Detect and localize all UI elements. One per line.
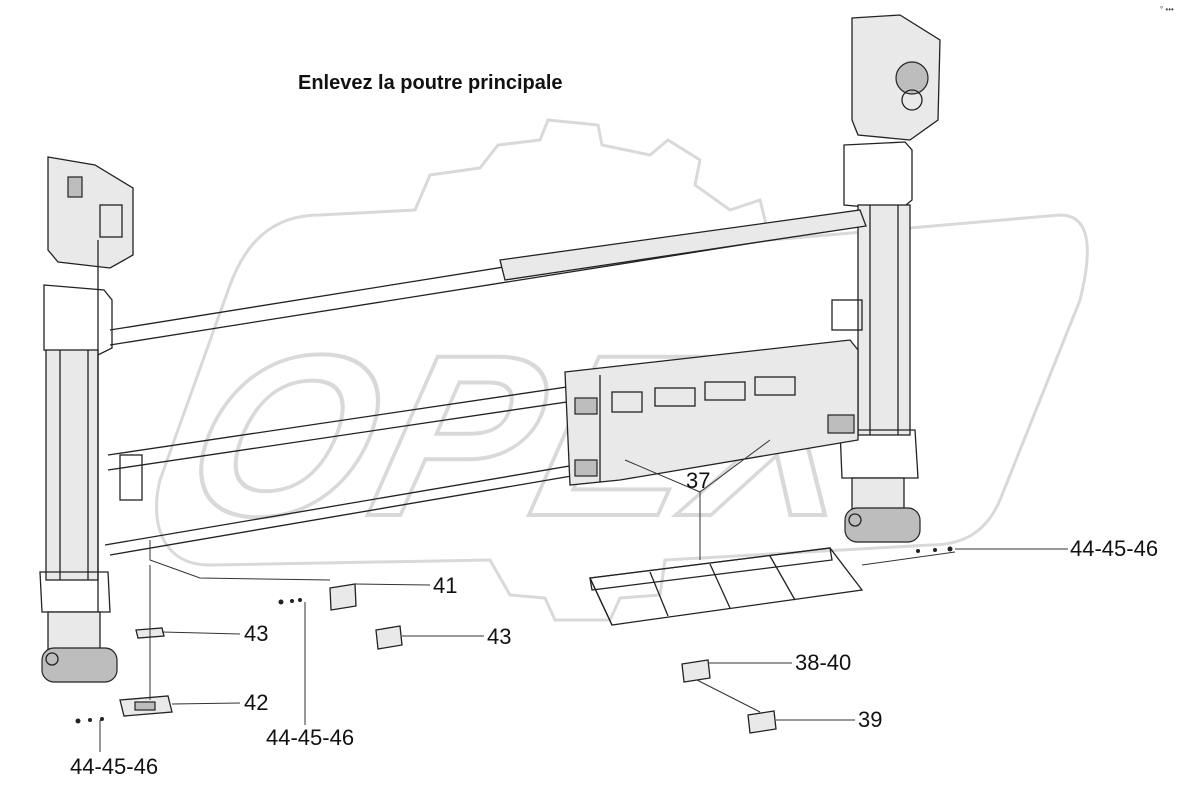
screw-left [75, 718, 81, 724]
callout-38-40: 38-40 [795, 650, 851, 675]
callout-39: 39 [858, 707, 882, 732]
left-column [39, 156, 134, 683]
callout-43-left: 43 [244, 621, 268, 646]
callout-41: 41 [433, 573, 457, 598]
part-43-pad-right [375, 625, 403, 650]
part-39-pad [747, 710, 777, 734]
callout-42: 42 [244, 690, 268, 715]
callout-labels: 37 41 43 43 42 38-40 39 44-45-46 44-45-4… [70, 468, 1158, 779]
callout-44-45-46-right: 44-45-46 [1070, 536, 1158, 561]
callout-43-right: 43 [487, 624, 511, 649]
leader-lines [99, 439, 1068, 752]
screw-mid [278, 599, 284, 605]
part-38-40-pad [681, 659, 711, 683]
callout-37: 37 [686, 468, 710, 493]
right-column [839, 14, 941, 543]
part-41-plate [329, 583, 357, 611]
diagram-title: Enlevez la poutre principale [298, 72, 563, 94]
lower-tray [589, 547, 864, 626]
callout-44-45-46-mid: 44-45-46 [266, 725, 354, 750]
small-parts [75, 546, 953, 734]
callout-44-45-46-left: 44-45-46 [70, 754, 158, 779]
corner-mark: ° ••• [1160, 5, 1174, 14]
main-beam [104, 209, 867, 556]
screw-right [947, 546, 953, 552]
